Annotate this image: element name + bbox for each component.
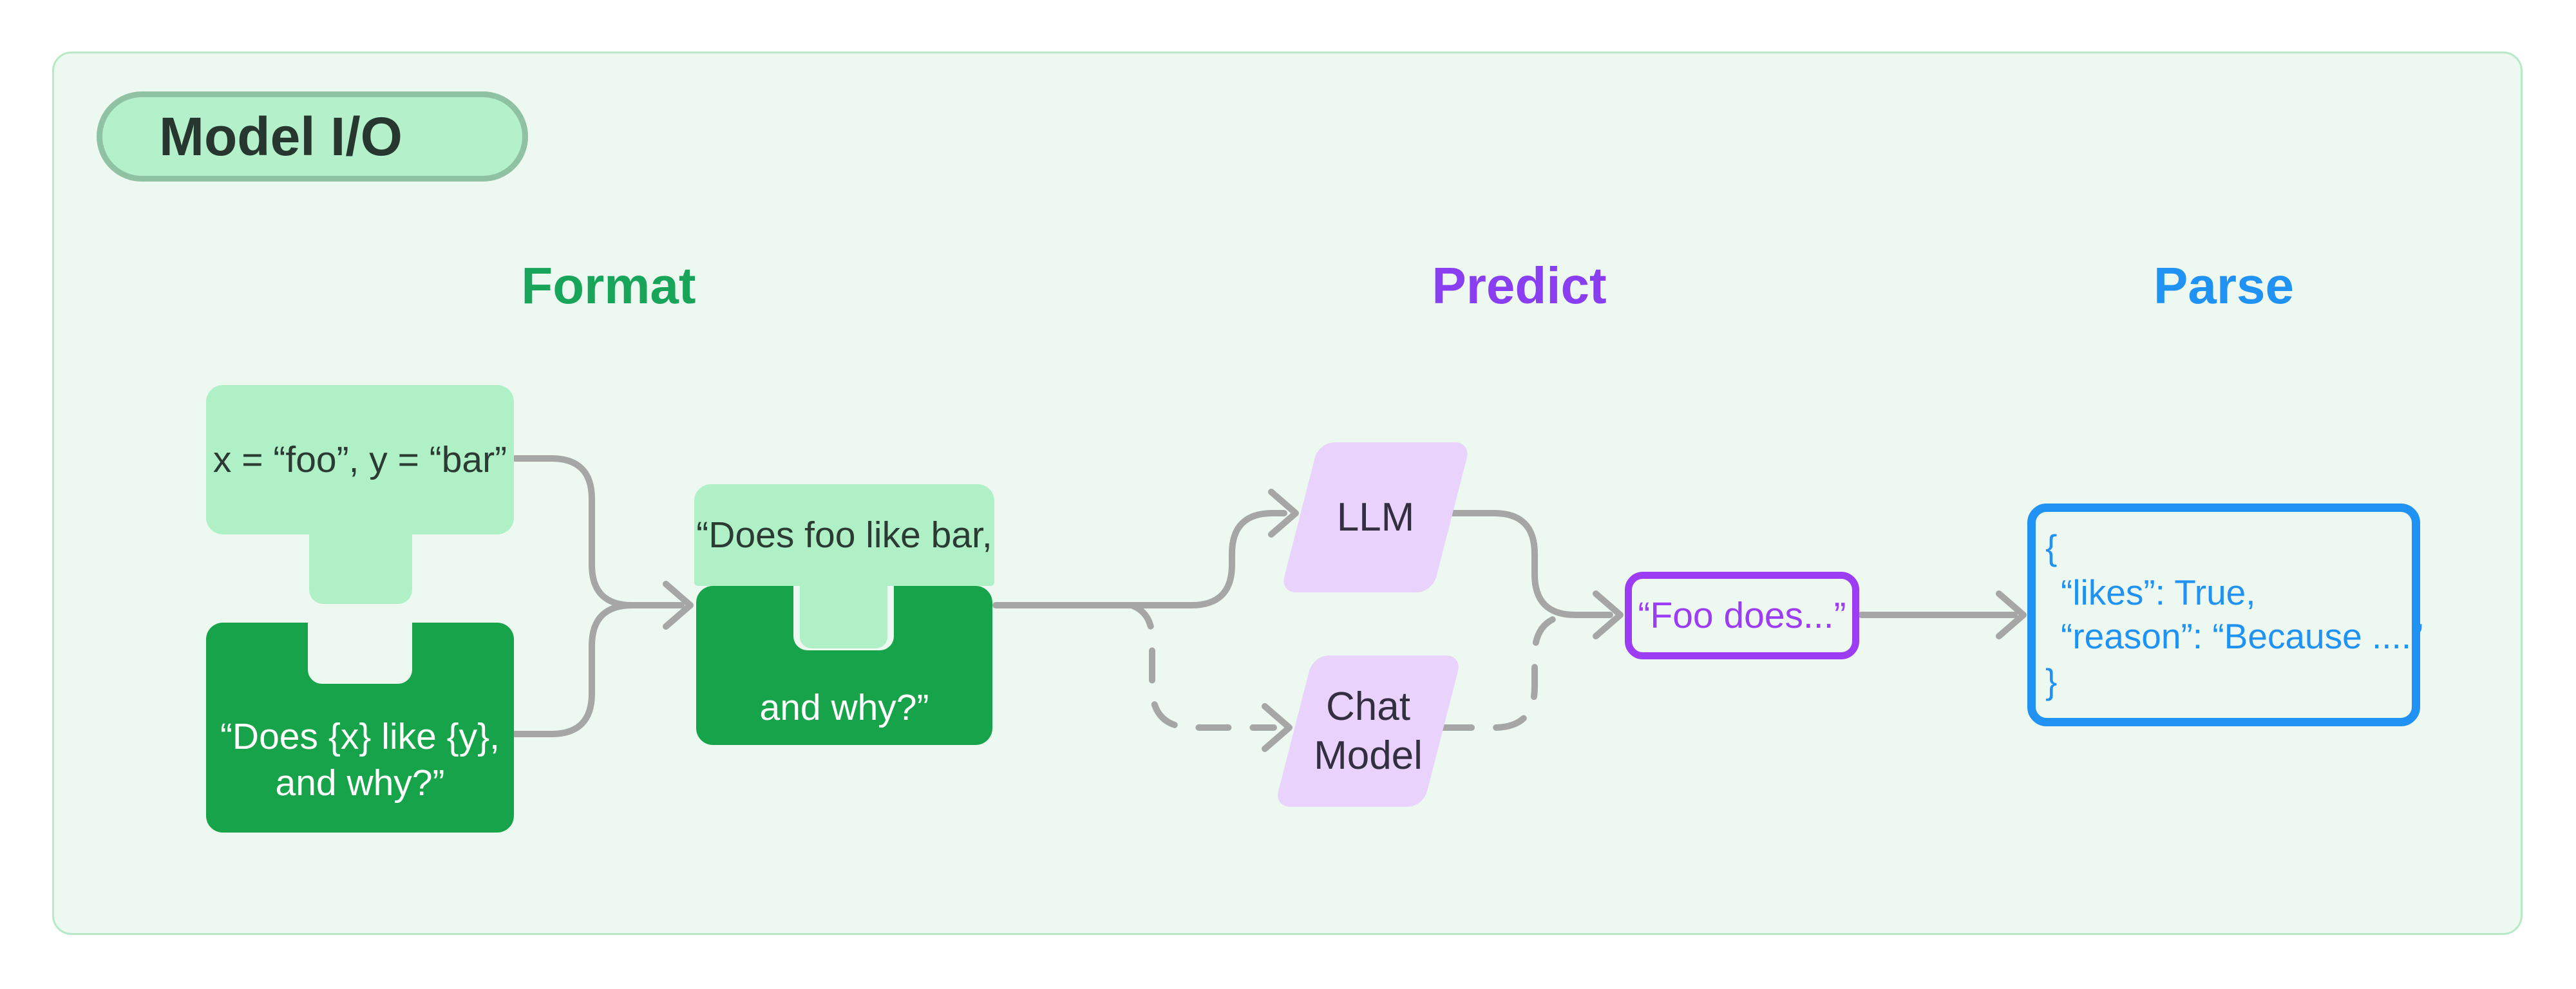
edge-template-to-prompt [511, 602, 636, 737]
arrowhead-into-llm [1268, 489, 1299, 538]
arrowhead-into-chat [1262, 703, 1293, 752]
chat-model-line1: Chat [1326, 684, 1410, 729]
llm-label: LLM [1336, 494, 1415, 540]
parse-heading: Parse [2154, 257, 2294, 314]
chat-model-label: Chat Model [1294, 655, 1443, 807]
prompt-template-line1: “Does {x} like {y}, [220, 716, 500, 757]
arrowhead-into-prompt [663, 581, 694, 630]
prompt-template-line2: and why?” [275, 762, 445, 804]
prompt-template-text: “Does {x} like {y}, and why?” [206, 713, 514, 806]
formatted-prompt-tab [800, 586, 887, 648]
parsed-output-node [2027, 504, 2420, 726]
edge-prompt-to-chat [1128, 602, 1277, 731]
model-io-badge: Model I/O [97, 91, 528, 182]
parsed-output-line3: “reason”: “Because ....” [2061, 616, 2423, 656]
completion-node: “Foo does...” [1625, 572, 1859, 659]
model-io-badge-label: Model I/O [159, 106, 402, 167]
edge-chat-to-completion [1439, 612, 1578, 731]
edge-llm-to-completion [1449, 510, 1613, 618]
input-variables-node [206, 385, 514, 534]
arrowhead-into-completion [1593, 590, 1624, 639]
completion-text: “Foo does...” [1638, 595, 1846, 636]
edge-vars-to-prompt [511, 455, 685, 608]
parsed-output-line2: “likes”: True, [2061, 572, 2256, 612]
formatted-prompt-line2: and why?” [759, 687, 929, 728]
input-variables-tab [309, 532, 412, 604]
arrowhead-into-parse [1996, 590, 2027, 639]
format-heading: Format [521, 257, 696, 314]
chat-model-line2: Model [1314, 733, 1423, 778]
formatted-prompt-top [694, 484, 994, 586]
parsed-output-line1: { [2045, 527, 2058, 567]
parsed-output-line4: } [2045, 661, 2058, 701]
input-variables-text: x = “foo”, y = “bar” [213, 439, 507, 480]
predict-heading: Predict [1432, 257, 1607, 314]
formatted-prompt-line1: “Does foo like bar, [696, 514, 992, 556]
prompt-template-notch [308, 623, 412, 684]
edge-prompt-to-llm [992, 510, 1287, 608]
